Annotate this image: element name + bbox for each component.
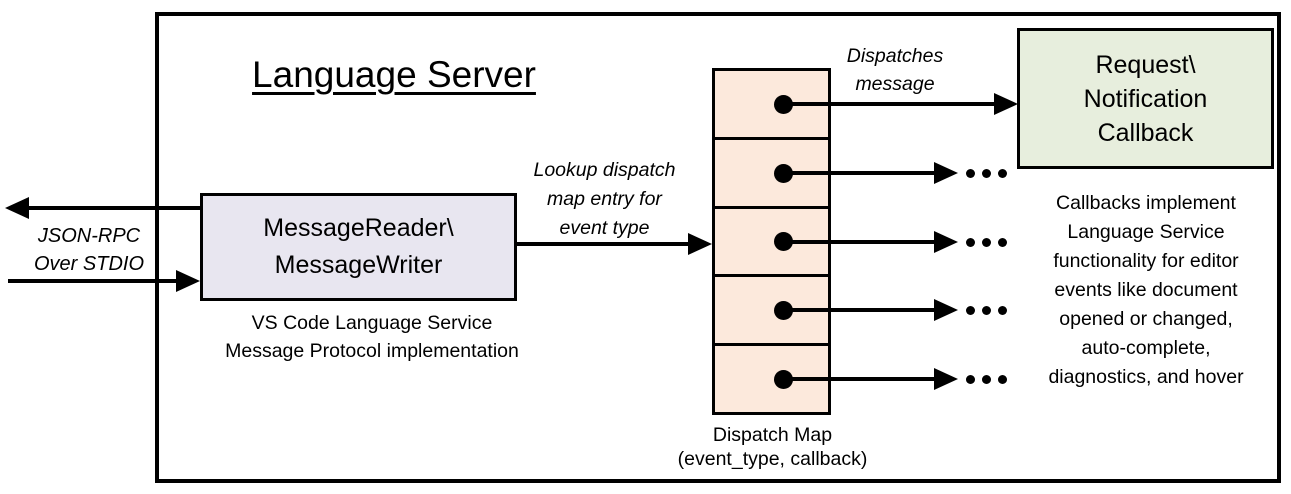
stdio-in-arrowhead-icon bbox=[176, 270, 200, 292]
json-rpc-label-line2: Over STDIO bbox=[33, 253, 144, 275]
lookup-label: Lookup dispatch map entry for event type bbox=[512, 156, 697, 243]
callback-box-line3: Callback bbox=[1097, 118, 1194, 147]
dispatch-arrow-5-line bbox=[786, 377, 936, 381]
callbacks-description-line1: Callbacks implement bbox=[1056, 192, 1236, 214]
lookup-label-line2: map entry for bbox=[547, 188, 662, 210]
request-notification-callback-box: Request\ Notification Callback bbox=[1017, 28, 1274, 169]
dispatch-map-cell bbox=[715, 346, 828, 412]
dispatch-map-cell bbox=[715, 71, 828, 140]
dispatch-map-cell bbox=[715, 140, 828, 209]
message-box-caption: VS Code Language Service Message Protoco… bbox=[188, 309, 556, 365]
message-box-line2: MessageWriter bbox=[274, 251, 443, 279]
ellipsis-icon bbox=[966, 375, 1007, 384]
lookup-label-line3: event type bbox=[559, 217, 650, 239]
message-caption-line1: VS Code Language Service bbox=[251, 312, 493, 334]
dispatch-entry-dot bbox=[774, 301, 793, 321]
dispatch-map-caption-line2: (event_type, callback) bbox=[677, 448, 868, 470]
message-reader-writer-box: MessageReader\ MessageWriter bbox=[200, 193, 517, 301]
dispatch-entry-dot bbox=[774, 370, 793, 390]
callback-box-line2: Notification bbox=[1083, 84, 1208, 113]
callbacks-description-line6: auto-complete, bbox=[1081, 337, 1211, 359]
dispatches-label-line2: message bbox=[855, 73, 935, 95]
dispatch-arrow-4-head-icon bbox=[934, 299, 958, 321]
stdio-out-arrowhead-icon bbox=[5, 197, 29, 219]
dispatch-arrow-2-line bbox=[786, 171, 936, 175]
dispatch-map-caption-line1: Dispatch Map bbox=[712, 424, 833, 446]
dispatch-arrow-1-line bbox=[786, 102, 996, 106]
callbacks-description-line3: functionality for editor bbox=[1053, 250, 1239, 272]
dispatch-arrow-1-head-icon bbox=[994, 93, 1018, 115]
callbacks-description-line5: opened or changed, bbox=[1059, 308, 1233, 330]
callbacks-description: Callbacks implement Language Service fun… bbox=[1002, 189, 1290, 392]
lookup-arrow-line bbox=[516, 242, 690, 246]
lookup-arrowhead-icon bbox=[688, 233, 712, 255]
dispatch-entry-dot bbox=[774, 163, 793, 183]
ellipsis-icon bbox=[966, 169, 1007, 178]
dispatches-message-label: Dispatches message bbox=[826, 42, 964, 98]
callback-box-line1: Request\ bbox=[1095, 50, 1196, 79]
callbacks-description-line7: diagnostics, and hover bbox=[1048, 366, 1244, 388]
dispatch-arrow-3-line bbox=[786, 240, 936, 244]
stdio-in-arrow-line bbox=[8, 279, 178, 283]
stdio-out-arrow-line bbox=[24, 206, 200, 210]
dispatch-entry-dot bbox=[774, 232, 793, 252]
dispatch-map bbox=[712, 68, 831, 415]
ellipsis-icon bbox=[966, 238, 1007, 247]
dispatch-arrow-2-head-icon bbox=[934, 162, 958, 184]
message-box-line1: MessageReader\ bbox=[263, 214, 454, 242]
dispatch-arrow-4-line bbox=[786, 308, 936, 312]
callbacks-description-line2: Language Service bbox=[1067, 221, 1225, 243]
dispatch-map-cell bbox=[715, 209, 828, 278]
dispatches-label-line1: Dispatches bbox=[846, 45, 944, 67]
ellipsis-icon bbox=[966, 306, 1007, 315]
json-rpc-label: JSON-RPC Over STDIO bbox=[14, 222, 164, 278]
dispatch-entry-dot bbox=[774, 94, 793, 114]
message-caption-line2: Message Protocol implementation bbox=[225, 340, 519, 362]
dispatch-arrow-3-head-icon bbox=[934, 231, 958, 253]
json-rpc-label-line1: JSON-RPC bbox=[37, 225, 141, 247]
language-server-frame bbox=[155, 12, 1281, 483]
dispatch-map-cell bbox=[715, 277, 828, 347]
callbacks-description-line4: events like document bbox=[1054, 279, 1238, 301]
dispatch-arrow-5-head-icon bbox=[934, 368, 958, 390]
lookup-label-line1: Lookup dispatch bbox=[533, 159, 676, 181]
dispatch-map-caption: Dispatch Map (event_type, callback) bbox=[655, 423, 890, 471]
diagram-title: Language Server bbox=[252, 54, 536, 95]
